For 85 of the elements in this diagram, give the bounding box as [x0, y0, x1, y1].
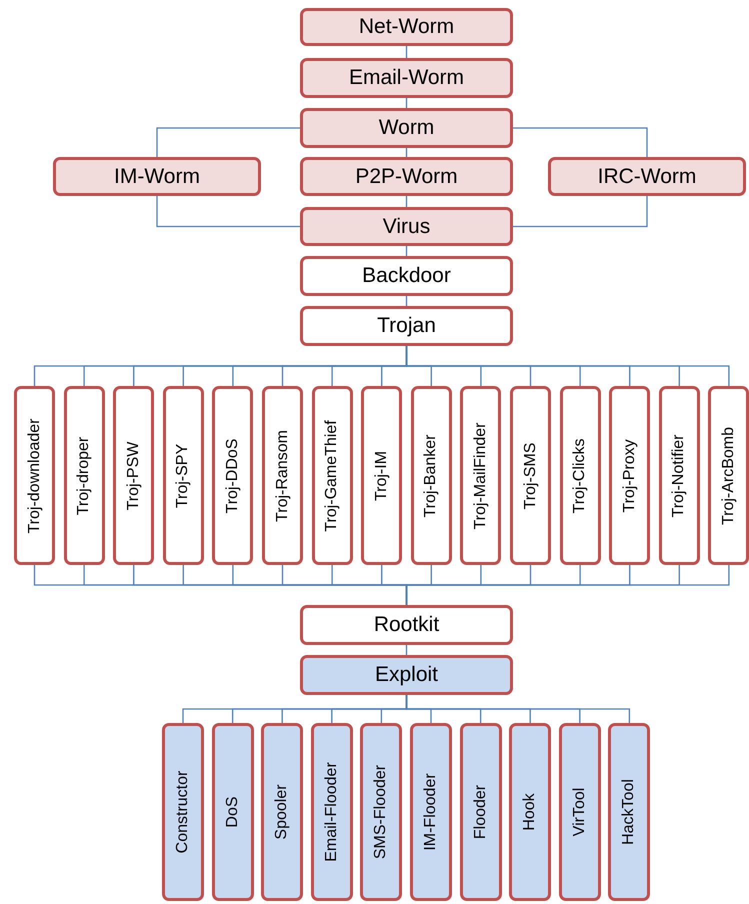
category-label: Troj-SPY	[174, 443, 192, 508]
category-box	[300, 655, 513, 695]
connector-line	[406, 98, 408, 108]
category-box	[64, 386, 105, 565]
category-box	[509, 723, 552, 901]
category-label: Troj-GameThief	[323, 420, 342, 532]
category-box	[162, 723, 204, 901]
category-box	[510, 386, 551, 565]
category-label: HackTool	[620, 779, 638, 845]
category-label: Troj-SMS	[522, 442, 540, 509]
category-label: Worm	[378, 116, 434, 140]
connector-line	[406, 645, 408, 655]
category-box	[300, 207, 513, 246]
connector-line	[406, 565, 730, 605]
category-box	[300, 8, 513, 46]
category-label: Troj-Proxy	[620, 438, 639, 512]
category-label: Net-Worm	[358, 15, 454, 39]
category-box	[261, 723, 304, 901]
category-label: Troj-IM	[372, 450, 391, 501]
category-label: IM-Worm	[114, 164, 200, 188]
category-label: Virus	[382, 214, 430, 238]
category-label: Troj-Ransom	[274, 430, 292, 522]
category-label: SMS-Flooder	[372, 764, 390, 860]
category-label: Backdoor	[362, 264, 451, 288]
category-label: DoS	[224, 796, 242, 828]
category-box	[460, 386, 502, 565]
category-label: VirTool	[570, 788, 589, 836]
category-box	[312, 386, 353, 565]
category-box	[212, 386, 254, 565]
category-label: Spooler	[273, 784, 292, 840]
category-box	[14, 386, 55, 565]
category-label: Troj-DDoS	[224, 438, 242, 513]
connector-line	[406, 296, 408, 306]
category-box	[608, 723, 650, 901]
category-label: IM-Flooder	[422, 773, 440, 851]
category-box	[360, 723, 402, 901]
category-label: Troj-Banker	[422, 434, 440, 517]
category-box	[300, 256, 513, 296]
category-label: Troj-downloader	[26, 418, 44, 533]
category-box	[113, 386, 154, 565]
category-label: Troj-PSW	[124, 441, 143, 510]
category-box	[609, 386, 650, 565]
category-label: Hook	[521, 793, 540, 831]
category-label: P2P-Worm	[355, 164, 458, 188]
category-box	[410, 723, 452, 901]
category-label: Constructor	[174, 770, 192, 854]
category-label: Email-Flooder	[322, 762, 341, 862]
connector-line	[406, 46, 408, 58]
connector-line	[156, 196, 300, 228]
category-box	[558, 723, 601, 901]
category-label: Email-Worm	[348, 66, 464, 90]
category-box	[300, 306, 513, 346]
category-box	[560, 386, 601, 565]
category-label: IRC-Worm	[598, 164, 696, 188]
category-box	[460, 723, 502, 901]
category-label: Exploit	[374, 663, 438, 687]
connector-line	[156, 127, 300, 157]
category-box	[262, 386, 303, 565]
category-box	[548, 157, 746, 196]
category-box	[300, 157, 513, 196]
category-box	[708, 386, 749, 565]
category-box	[300, 58, 513, 98]
connector-line	[513, 196, 648, 228]
category-box	[361, 386, 402, 565]
connector-line	[406, 346, 730, 386]
category-label: Troj-ArcBomb	[720, 426, 738, 525]
category-box	[212, 723, 254, 901]
category-label: Troj-droper	[75, 436, 94, 515]
category-box	[162, 386, 204, 565]
category-label: Troj-Notifier	[670, 434, 688, 517]
connector-line	[513, 127, 648, 157]
connector-line	[406, 695, 630, 723]
category-box	[53, 157, 261, 196]
category-label: Troj-MailFinder	[472, 422, 490, 529]
category-label: Rootkit	[374, 613, 440, 637]
category-box	[310, 723, 353, 901]
connector-line	[406, 246, 408, 256]
category-box	[658, 386, 700, 565]
category-box	[300, 605, 513, 645]
category-box	[300, 108, 513, 148]
connector-line	[406, 196, 408, 207]
category-label: Flooder	[472, 784, 490, 840]
category-label: Trojan	[377, 314, 436, 338]
category-label: Troj-Clicks	[571, 438, 590, 513]
category-box	[410, 386, 452, 565]
